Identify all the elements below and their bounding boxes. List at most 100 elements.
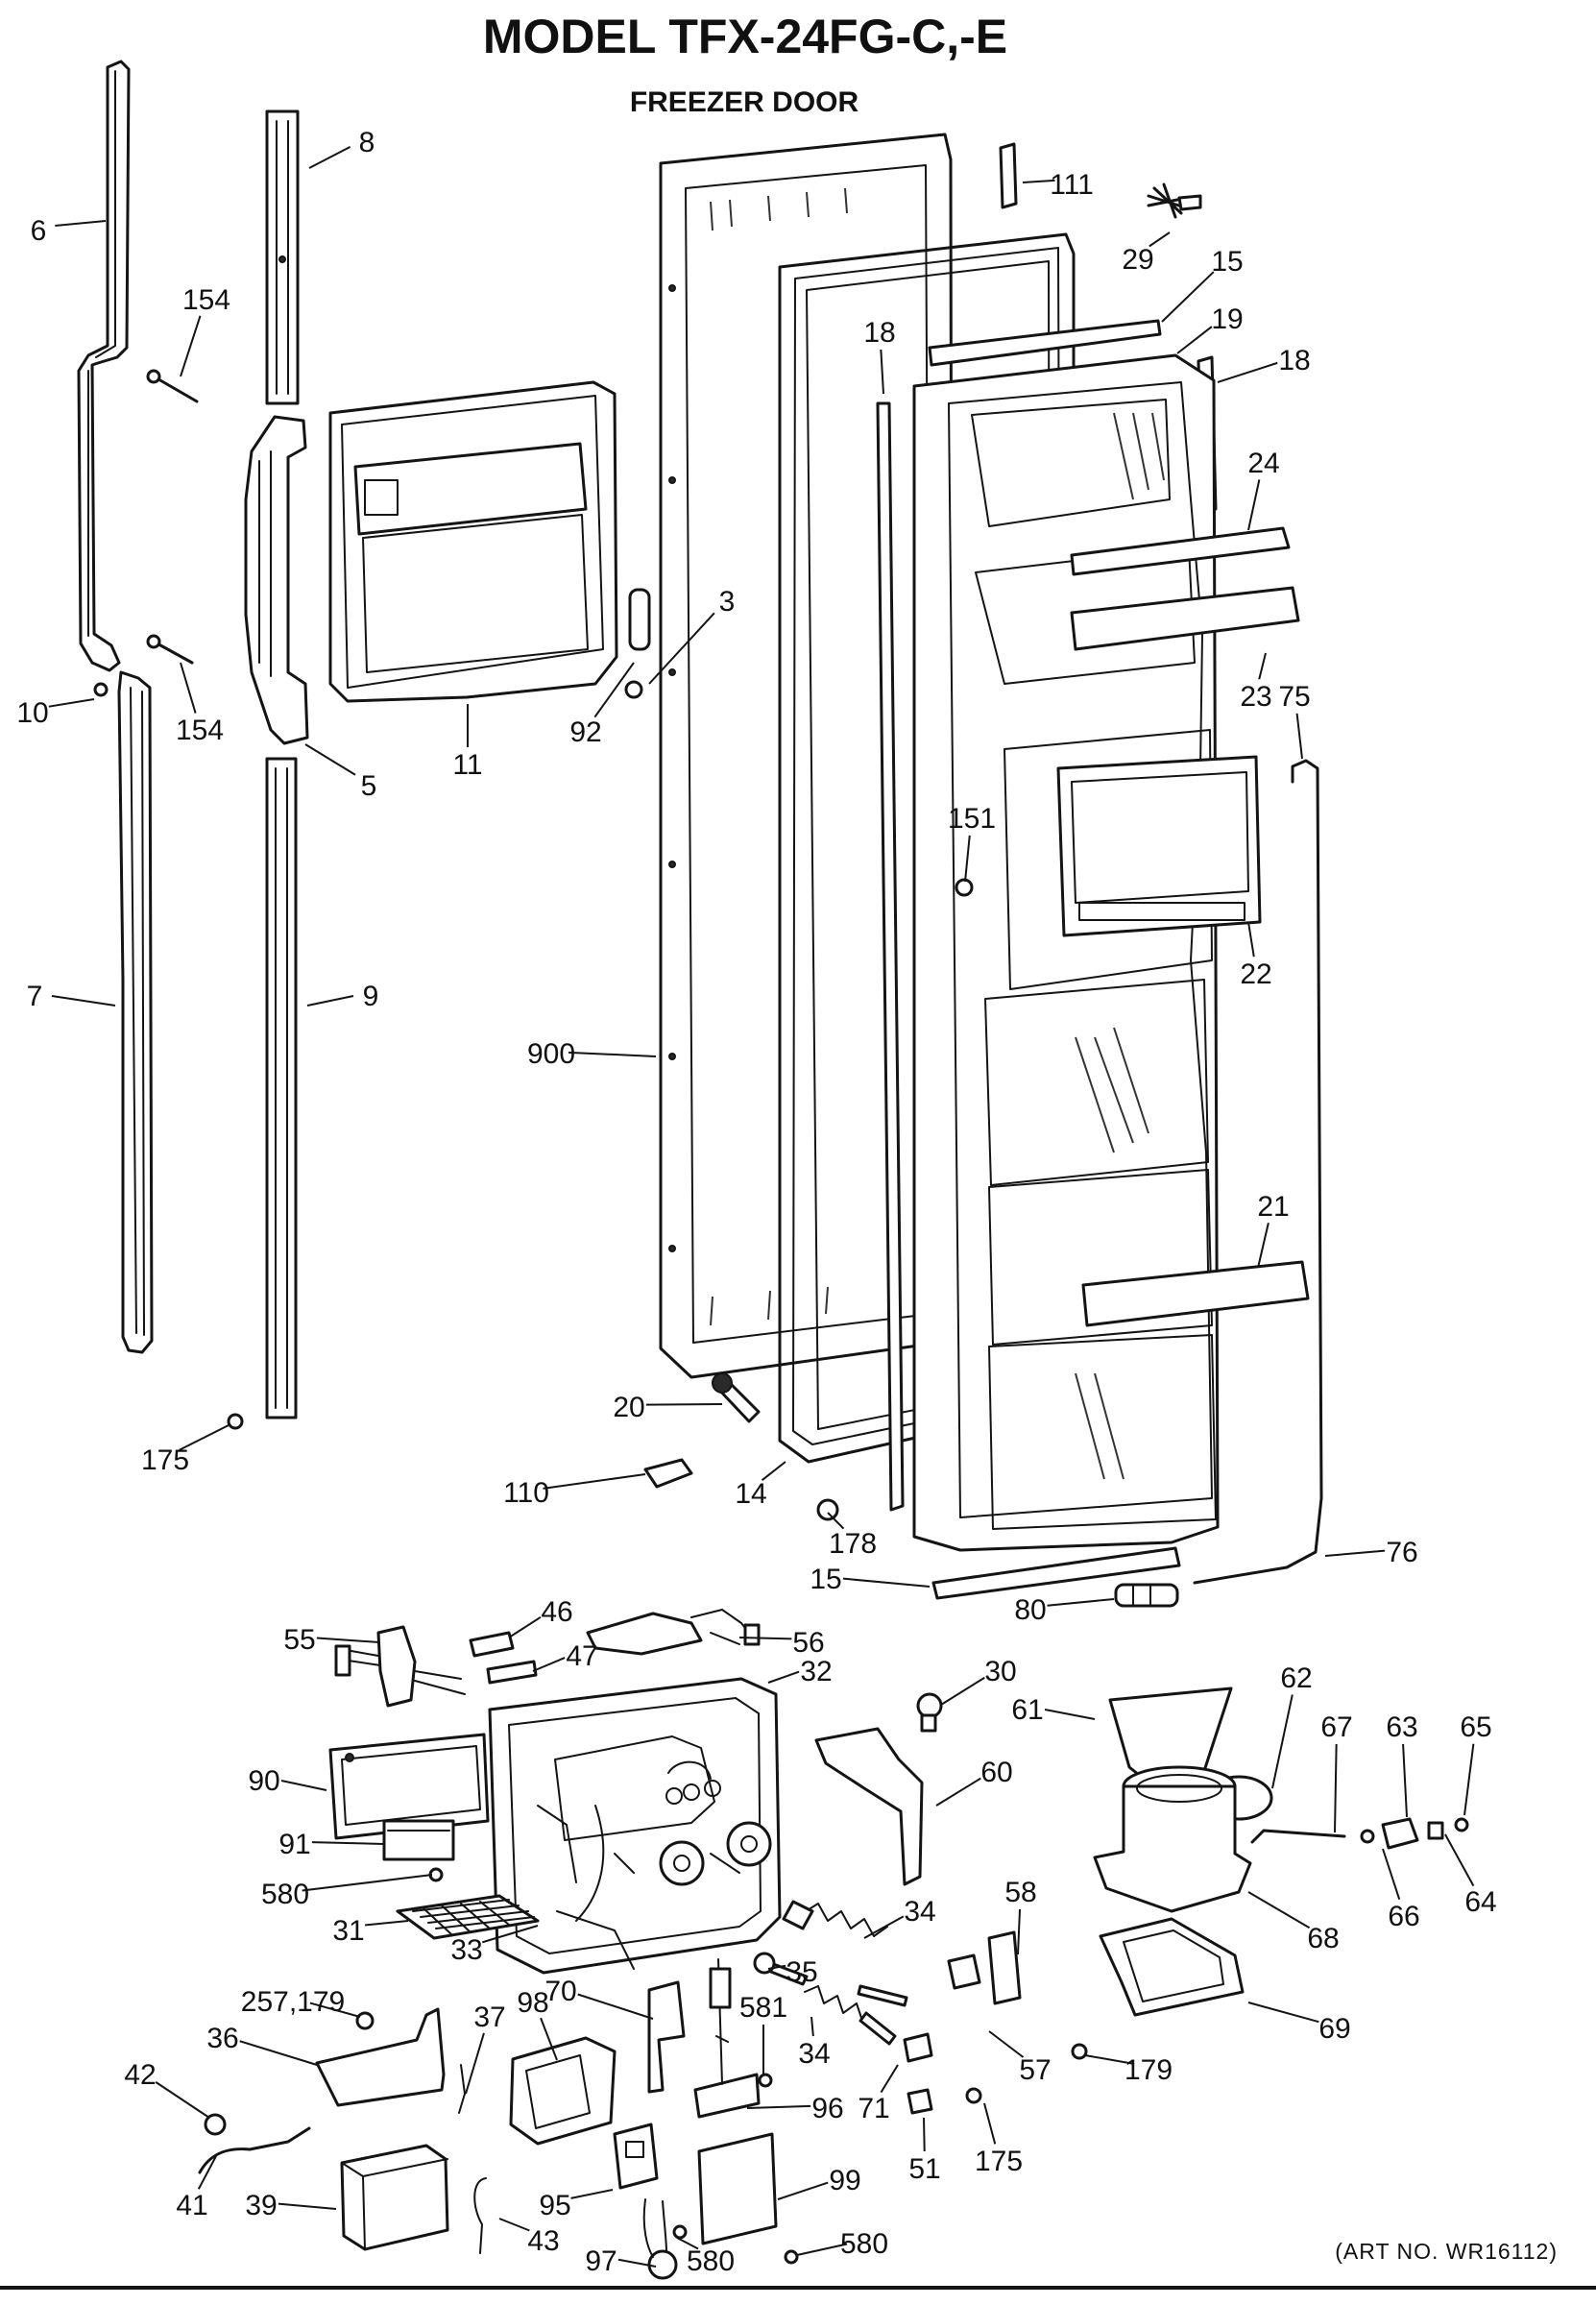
drip-tray-part-31 (396, 1894, 540, 1940)
auger-housing-part-68 (1093, 1765, 1252, 1913)
callout-leader (48, 698, 95, 708)
callout-c19: 19 (1176, 303, 1244, 354)
diagram-title: MODEL TFX-24FG-C,-E (483, 10, 1007, 63)
callout-c8: 8 (308, 127, 375, 169)
callout-leader (1247, 479, 1261, 531)
capacitor-part-97 (642, 2198, 678, 2280)
spring-part-34-lower (804, 1985, 897, 2046)
bracket-part-58 (987, 1930, 1022, 2005)
callout-label: 30 (984, 1656, 1016, 1687)
callout-c20: 20 (613, 1392, 723, 1423)
cam-part-51 (907, 2088, 933, 2115)
callout-leader (935, 1777, 981, 1807)
callout-c58: 58 (1004, 1877, 1037, 1955)
callout-label: 76 (1386, 1537, 1417, 1568)
callout-label: 61 (1011, 1694, 1043, 1726)
callout-c257: 257,179 (241, 1986, 361, 2018)
callout-label: 110 (503, 1477, 549, 1509)
callout-leader (940, 1676, 985, 1706)
callout-leader (1149, 231, 1171, 248)
callout-label: 580 (261, 1879, 309, 1910)
callout-leader (676, 2237, 699, 2250)
callout-c47: 47 (532, 1640, 598, 1672)
callout-label: 34 (798, 2038, 830, 2070)
callout-leader (746, 2104, 811, 2109)
callout-c33: 33 (450, 1925, 539, 1966)
callout-label: 92 (569, 716, 601, 748)
callout-c900: 900 (527, 1038, 657, 1070)
callout-label: 19 (1211, 303, 1243, 335)
callout-leader (365, 1920, 409, 1927)
callout-leader (508, 1615, 542, 1638)
latch-part-92 (628, 588, 651, 651)
callout-leader (1402, 1743, 1408, 1818)
strip-part-9 (265, 757, 298, 1419)
solenoid-part-96 (693, 1958, 761, 2119)
callout-leader (863, 1915, 905, 1939)
callout-leader (1444, 1833, 1475, 1887)
callout-leader (306, 995, 354, 1007)
callout-c9: 9 (306, 981, 379, 1012)
callout-leader (302, 1874, 433, 1892)
callout-label: 9 (363, 981, 379, 1012)
callout-label: 581 (739, 1992, 787, 2024)
callout-label: 68 (1307, 1923, 1339, 1954)
callout-c39: 39 (245, 2190, 337, 2221)
callout-label: 11 (452, 749, 482, 781)
callout-c151: 151 (948, 803, 996, 883)
callout-leader (1022, 179, 1055, 183)
screw-part-154-lower (146, 634, 194, 665)
callout-c41: 41 (176, 2155, 217, 2221)
screw-part-179 (1071, 2043, 1088, 2060)
screw-part-580-b (672, 2224, 688, 2240)
callout-c18b: 18 (1217, 345, 1311, 383)
callout-leader (1324, 1549, 1386, 1557)
callout-c62: 62 (1271, 1662, 1313, 1789)
callout-leader (309, 2002, 361, 2018)
harness-part-33 (556, 1805, 772, 1970)
callout-leader (777, 2181, 829, 2200)
rod-part-67 (1250, 1829, 1346, 1844)
callout-leader (645, 1403, 723, 1406)
callout-leader (51, 995, 116, 1007)
callout-label: 67 (1320, 1711, 1352, 1743)
bracket-part-36 (315, 2007, 446, 2107)
callout-c3: 3 (648, 586, 735, 685)
pin-part-35 (753, 1952, 908, 2007)
callout-c175b: 175 (975, 2102, 1023, 2177)
bucket-part-69 (1099, 1917, 1245, 2017)
callout-label: 71 (858, 2093, 889, 2124)
callout-c66: 66 (1382, 1848, 1420, 1932)
callout-label: 96 (811, 2093, 843, 2124)
callout-label: 47 (566, 1640, 597, 1672)
callout-leader (648, 612, 715, 685)
callout-leader (923, 2117, 926, 2152)
callout-leader (1247, 921, 1255, 958)
callout-leader (761, 1461, 786, 1481)
callout-leader (280, 1780, 327, 1791)
bracket-part-60 (814, 1727, 924, 1886)
callout-label: 97 (585, 2245, 617, 2277)
callout-label: 151 (948, 803, 996, 835)
callout-label: 900 (527, 1038, 575, 1070)
callout-c24: 24 (1247, 448, 1280, 531)
callout-c11: 11 (452, 704, 483, 781)
callout-label: 175 (141, 1444, 189, 1476)
art-number: (ART NO. WR16112) (1335, 2239, 1558, 2264)
callout-c175a: 175 (141, 1424, 230, 1476)
callout-c99: 99 (777, 2165, 861, 2200)
trim-part-6 (77, 60, 131, 672)
screw-part-580-c (784, 2249, 799, 2265)
callout-c6: 6 (31, 215, 107, 247)
callout-c22: 22 (1240, 921, 1272, 990)
callout-label: 580 (687, 2245, 735, 2277)
callout-leader (1258, 652, 1267, 680)
plate-part-47 (486, 1660, 538, 1685)
shelf-bar-part-21 (1081, 1260, 1310, 1327)
switch-part-57 (947, 1953, 981, 1990)
callout-label: 39 (245, 2190, 277, 2221)
callout-leader (1334, 1743, 1338, 1833)
callout-c60: 60 (935, 1757, 1013, 1807)
dispenser-housing-part-32 (488, 1677, 782, 1975)
